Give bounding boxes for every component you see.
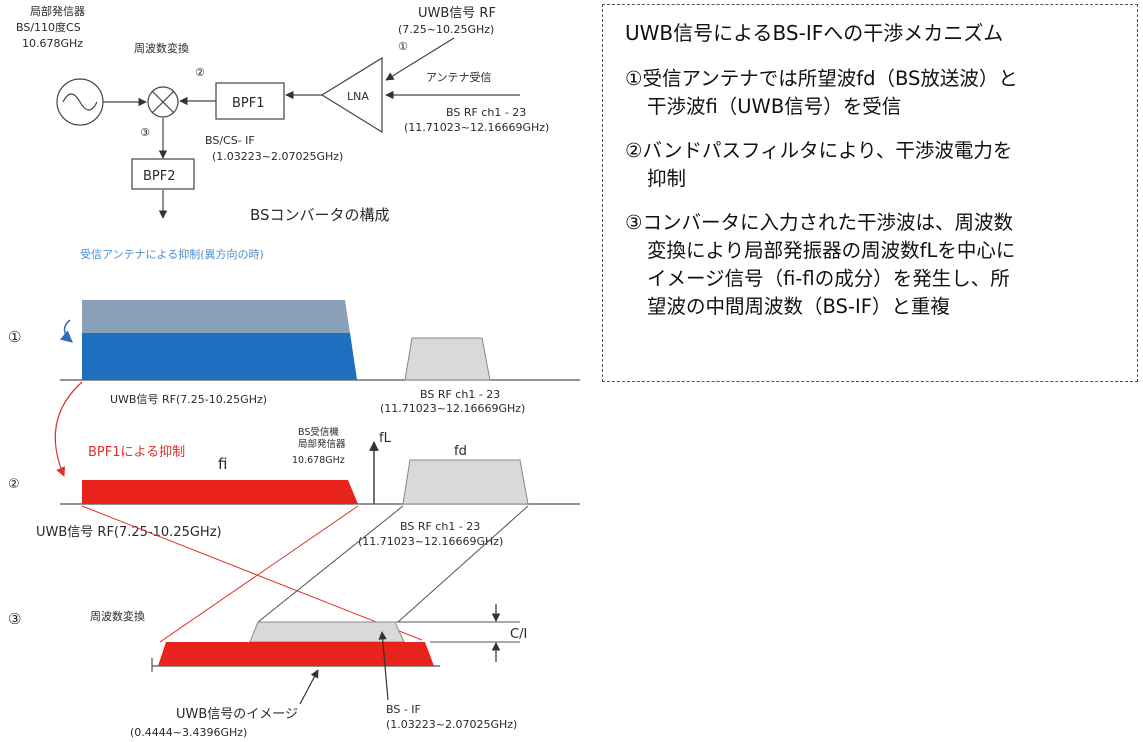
row2-bs-label: BS RF ch1 - 23 [400,520,480,533]
row-marker-1: ① [8,328,21,346]
explanation-item-1: ①受信アンテナでは所望波fd（BS放送波）と 干渉波fi（UWB信号）を受信 [625,65,1119,121]
row2-bs-range: (11.71023~12.16669GHz) [358,535,503,548]
bs-if-label: BS/CS- IF [205,134,255,147]
bs-if-band [249,621,405,643]
local-osc-label-3: 10.678GHz [22,37,83,50]
bpf2-label: BPF2 [143,169,176,184]
uwb-rf-range: (7.25~10.25GHz) [398,23,494,36]
bs-if-range-row3: (1.03223~2.07025GHz) [386,718,517,731]
item3-line1: ③コンバータに入力された干渉波は、周波数 [625,211,1013,234]
row-marker-3: ③ [8,610,21,628]
item1-line1: ①受信アンテナでは所望波fd（BS放送波）と [625,67,1018,90]
lna-block [320,56,383,134]
bpf1-suppression-label: BPF1による抑制 [88,445,185,460]
ci-label: C/I [510,627,527,642]
row1-uwb-label: UWB信号 RF(7.25-10.25GHz) [110,393,267,406]
uwb-rf-label: UWB信号 RF [418,6,496,21]
row-marker-2: ② [8,477,20,492]
explanation-item-2: ②バンドパスフィルタにより、干渉波電力を 抑制 [625,137,1119,193]
row2-uwb-label: UWB信号 RF(7.25-10.25GHz) [36,525,222,540]
row1-bs-range: (11.71023~12.16669GHz) [380,402,525,415]
mixer-icon [147,86,179,118]
uwb-band-attenuated [82,333,357,380]
bs-band-row1 [404,337,491,381]
oscillator-icon [56,78,104,126]
lna-label: LNA [347,90,369,103]
row1-bs-label: BS RF ch1 - 23 [420,388,500,401]
explanation-box: UWB信号によるBS-IFへの干渉メカニズム ①受信アンテナでは所望波fd（BS… [602,4,1138,382]
explanation-item-3: ③コンバータに入力された干渉波は、周波数 変換により局部発振器の周波数fLを中心… [625,209,1119,321]
converter-caption: BSコンバータの構成 [250,206,390,224]
bpf1-label: BPF1 [232,96,265,111]
marker-2: ② [195,66,205,79]
row3-title: 周波数変換 [90,609,145,623]
bpf1-block [215,82,285,120]
bs-rf-label: BS RF ch1 - 23 [446,106,526,119]
bs-if-label-row3: BS - IF [386,703,421,716]
item2-line2: 抑制 [647,167,687,190]
bs-band-row2 [402,459,529,505]
antenna-label: アンテナ受信 [426,71,492,84]
bs-if-range: (1.03223~2.07025GHz) [212,150,343,163]
item3-line2: 変換により局部発振器の周波数fLを中心に [647,239,1016,262]
item1-line2: 干渉波fi（UWB信号）を受信 [647,95,902,118]
mixer-label: 周波数変換 [134,41,189,55]
uwb-band-row2 [82,480,358,504]
explanation-title: UWB信号によるBS-IFへの干渉メカニズム [625,21,1004,45]
local-osc-label-2: BS/110度CS [16,20,81,34]
marker-3: ③ [140,126,150,139]
receiver-label-3: 10.678GHz [292,455,345,466]
antenna-suppression-note: 受信アンテナによる抑制(異方向の時) [80,247,264,261]
fd-label: fd [454,444,467,459]
fi-label: fi [218,455,227,473]
fl-label: fL [379,431,392,446]
item3-line3: イメージ信号（fi-flの成分）を発生し、所 [647,267,1010,290]
local-osc-label-1: 局部発信器 [30,4,85,18]
uwb-image-label: UWB信号のイメージ [176,707,298,722]
uwb-image-range: (0.4444~3.4396GHz) [130,726,247,739]
item2-line1: ②バンドパスフィルタにより、干渉波電力を [625,139,1013,162]
spectrum-diagram: 受信アンテナによる抑制(異方向の時) ① UWB信号 RF(7.25-10.25… [8,247,580,739]
block-diagram: 局部発信器 BS/110度CS 10.678GHz 周波数変換 ② ③ BPF1… [16,4,549,224]
item3-line4: 望波の中間周波数（BS-IF）と重複 [647,295,950,318]
bpf2-block [131,158,195,190]
receiver-label-1: BS受信機 [298,426,339,438]
marker-1: ① [398,40,408,53]
uwb-image-band [158,642,434,666]
bs-rf-range: (11.71023~12.16669GHz) [404,121,549,134]
receiver-label-2: 局部発信器 [298,438,346,450]
